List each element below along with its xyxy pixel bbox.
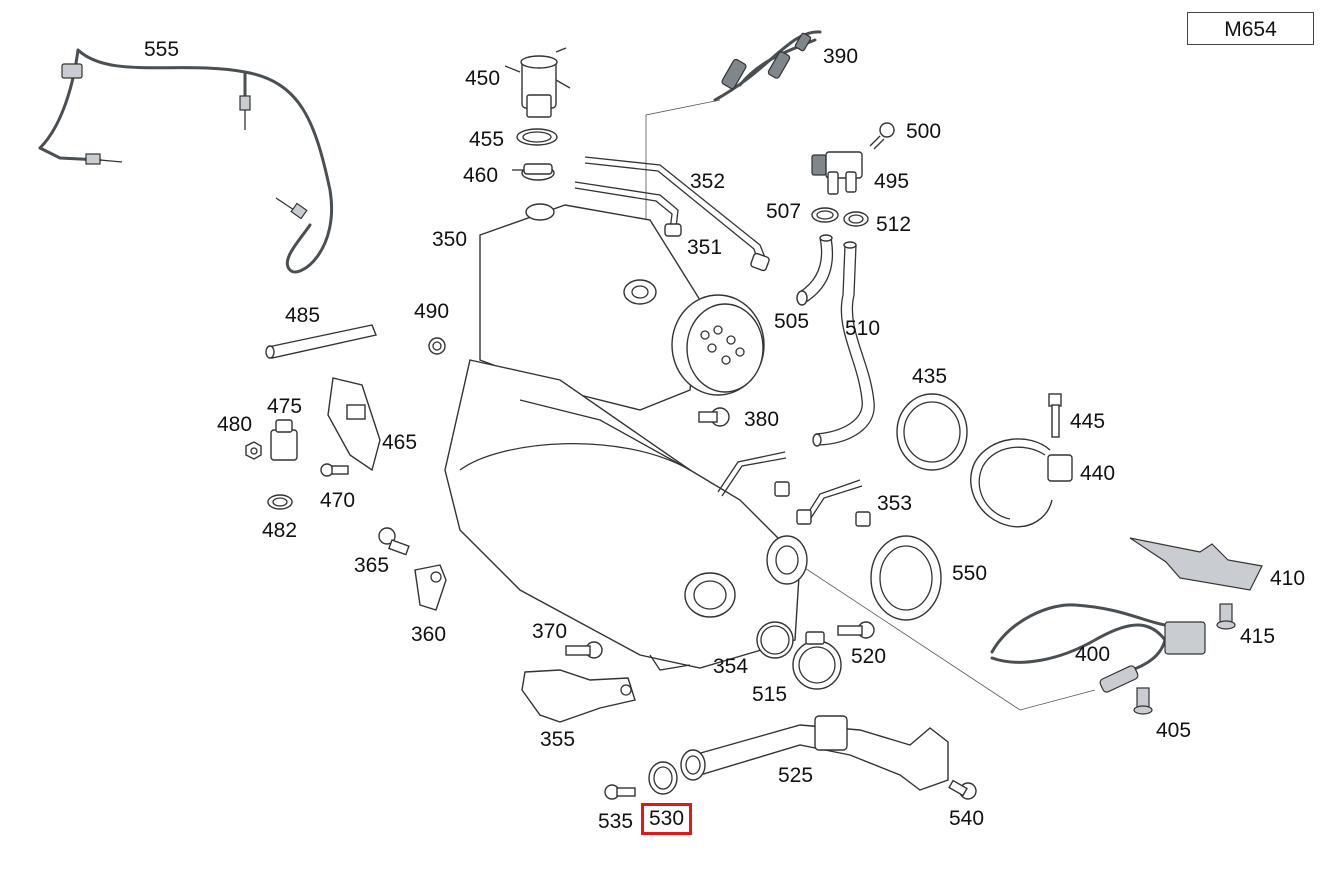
label-510[interactable]: 510 [845, 317, 881, 340]
part-360-bracket [414, 564, 447, 611]
label-515[interactable]: 515 [752, 683, 788, 706]
label-460[interactable]: 460 [463, 164, 499, 187]
label-550[interactable]: 550 [952, 562, 988, 585]
label-370[interactable]: 370 [532, 620, 568, 643]
part-410-heat-shield [1129, 537, 1263, 591]
label-415[interactable]: 415 [1240, 625, 1276, 648]
part-370-bolt [565, 641, 603, 659]
label-445[interactable]: 445 [1070, 410, 1106, 433]
part-510-hose [812, 241, 875, 447]
part-485-pipe [265, 324, 377, 359]
part-415-bolt [1216, 603, 1236, 630]
part-520-bolt [837, 621, 875, 639]
part-390-pressure-sensor-lines [713, 30, 822, 102]
label-485[interactable]: 485 [285, 304, 321, 327]
part-475-sensor [270, 419, 298, 461]
label-530-highlighted[interactable]: 530 [640, 803, 693, 835]
label-455[interactable]: 455 [469, 128, 505, 151]
label-465[interactable]: 465 [382, 431, 418, 454]
label-512[interactable]: 512 [876, 213, 912, 236]
part-555-exhaust-temperature-sensor-harness [38, 48, 334, 274]
label-490[interactable]: 490 [414, 300, 450, 323]
label-540[interactable]: 540 [949, 807, 985, 830]
part-550-gasket [870, 535, 942, 621]
label-350[interactable]: 350 [432, 228, 468, 251]
label-470[interactable]: 470 [320, 489, 356, 512]
label-355[interactable]: 355 [540, 728, 576, 751]
label-354[interactable]: 354 [713, 655, 749, 678]
part-350-particulate-filter-housing [444, 203, 808, 671]
part-540-bolt [948, 779, 977, 800]
part-482-clamp [267, 494, 293, 510]
label-520[interactable]: 520 [851, 645, 887, 668]
part-455-seal-ring [516, 128, 558, 146]
label-405[interactable]: 405 [1156, 719, 1192, 742]
part-352-pipe [584, 156, 770, 272]
part-525-exhaust-pipe [680, 715, 949, 791]
part-365-bolt [378, 527, 410, 556]
label-351[interactable]: 351 [687, 236, 723, 259]
part-440-v-band-clamp [970, 438, 1073, 528]
part-490-clamp [428, 337, 446, 355]
label-435[interactable]: 435 [912, 365, 948, 388]
label-450[interactable]: 450 [465, 67, 501, 90]
label-495[interactable]: 495 [874, 170, 910, 193]
part-530-gasket [648, 761, 678, 795]
label-380[interactable]: 380 [744, 408, 780, 431]
part-505-hose [796, 234, 834, 306]
label-475[interactable]: 475 [267, 395, 303, 418]
label-440[interactable]: 440 [1080, 462, 1116, 485]
label-400[interactable]: 400 [1075, 643, 1111, 666]
part-500-bolt [869, 122, 895, 150]
part-460-clamp [512, 163, 555, 181]
part-351-pipe [574, 181, 682, 237]
part-535-bolt [604, 784, 636, 800]
label-352[interactable]: 352 [690, 170, 726, 193]
part-465-bracket [327, 377, 381, 472]
part-507-clamp [811, 207, 839, 223]
label-353[interactable]: 353 [877, 492, 913, 515]
part-470-bolt [320, 463, 349, 477]
label-480[interactable]: 480 [217, 413, 253, 436]
part-515-clamp [792, 631, 842, 690]
label-507[interactable]: 507 [766, 200, 802, 223]
part-480-nut [245, 441, 262, 460]
part-445-bolt [1048, 393, 1062, 438]
label-390[interactable]: 390 [823, 45, 859, 68]
part-355-bracket [521, 669, 636, 723]
label-505[interactable]: 505 [774, 310, 810, 333]
part-435-seal-ring [896, 393, 968, 471]
label-535[interactable]: 535 [598, 810, 634, 833]
part-512-clamp [843, 211, 869, 227]
label-482[interactable]: 482 [262, 519, 298, 542]
part-353-pipes [717, 451, 871, 527]
label-365[interactable]: 365 [354, 554, 390, 577]
part-405-bolt [1133, 687, 1153, 715]
part-495-pressure-sensor [811, 151, 863, 195]
label-360[interactable]: 360 [411, 623, 447, 646]
label-500[interactable]: 500 [906, 120, 942, 143]
part-450-valve [504, 47, 571, 118]
part-380-bolt [698, 407, 730, 427]
label-410[interactable]: 410 [1270, 567, 1306, 590]
model-code-box: M654 [1187, 12, 1314, 45]
part-354-gasket [756, 621, 794, 659]
part-400-nox-sensor-cable [990, 603, 1206, 693]
label-525[interactable]: 525 [778, 764, 814, 787]
label-555[interactable]: 555 [144, 38, 180, 61]
